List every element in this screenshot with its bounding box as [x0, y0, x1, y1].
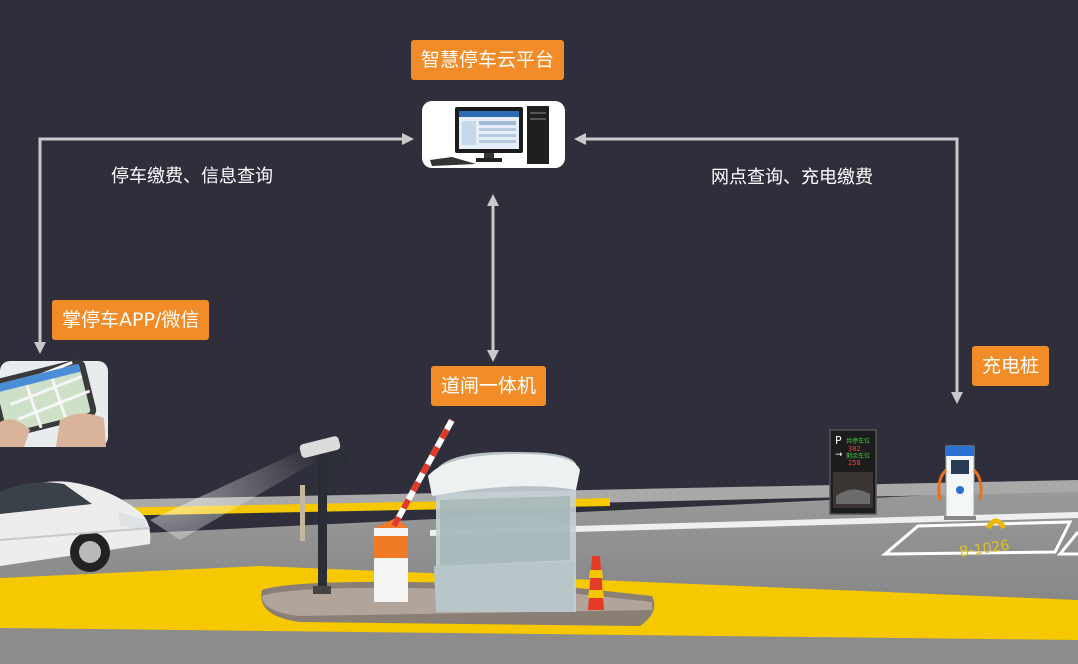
phone-illustration [0, 359, 108, 447]
car-illustration [0, 481, 151, 572]
node-charging-pile: 充电桩 [972, 346, 1050, 386]
camera-pole [299, 436, 347, 594]
parking-spot-number: B-1026 [958, 538, 1010, 561]
sign-line1-label: 共停车位 [846, 437, 870, 445]
camera-light-beam [150, 450, 315, 540]
edge-label-right: 网点查询、充电缴费 [711, 167, 873, 188]
traffic-cones [588, 556, 604, 610]
computer-illustration [422, 101, 565, 168]
node-cloud-platform: 智慧停车云平台 [411, 40, 565, 80]
sign-line1-value: 382 [848, 445, 861, 453]
arrow-app-to-cloud [34, 133, 414, 354]
arrow-charging-to-cloud [574, 133, 963, 404]
sign-arrow-icon: → [835, 450, 843, 460]
sign-line2-label: 剩余车位 [846, 452, 870, 460]
edge-label-left: 停车缴费、信息查询 [111, 166, 273, 187]
arrows [34, 133, 963, 404]
sign-line2-value: 258 [848, 459, 861, 467]
parking-spot: B-1026 [880, 520, 1078, 561]
node-mobile-app: 掌停车APP/微信 [52, 300, 210, 340]
node-gate-machine: 道闸一体机 [431, 366, 547, 406]
sign-letter: P [835, 434, 842, 447]
charging-pile [937, 445, 1007, 530]
barrier-gate [374, 418, 455, 602]
guard-booth [428, 451, 580, 612]
parking-guidance-sign: P 共停车位 382 → 剩余车位 258 [829, 429, 877, 515]
